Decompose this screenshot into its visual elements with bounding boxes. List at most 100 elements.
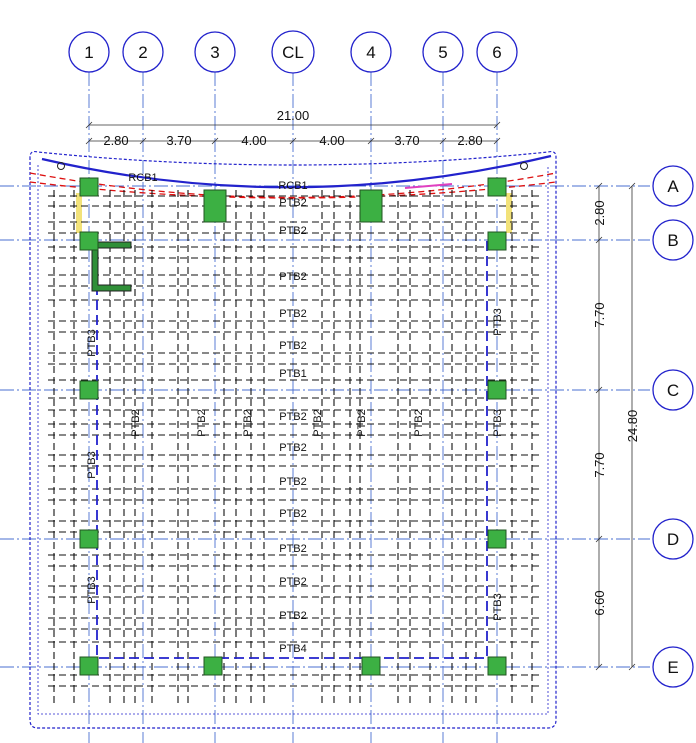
beam-label-v: PTB2 bbox=[312, 409, 324, 437]
dim-tick bbox=[439, 137, 447, 145]
dim-tick bbox=[628, 182, 636, 190]
beam-label-edge-left: PTB3 bbox=[86, 576, 98, 604]
grid-bubble-cl: CL bbox=[271, 30, 315, 74]
column bbox=[487, 529, 507, 549]
dim-bay-width: 4.00 bbox=[241, 133, 266, 148]
beam-label-edge-left: PTB3 bbox=[86, 329, 98, 357]
dim-tick bbox=[289, 137, 297, 145]
dim-tick bbox=[493, 137, 501, 145]
beam-label-h: PTB2 bbox=[279, 271, 307, 283]
grid-bubble-e: E bbox=[652, 646, 694, 688]
grid-bubble-6: 6 bbox=[476, 31, 518, 73]
beam-label-v: PTB2 bbox=[356, 409, 368, 437]
dim-bay-width: 3.70 bbox=[166, 133, 191, 148]
dim-tick bbox=[211, 137, 219, 145]
beam-label-h: PTB2 bbox=[279, 411, 307, 423]
bubble-label: A bbox=[667, 177, 679, 196]
column bbox=[487, 656, 507, 676]
pink-mark bbox=[404, 183, 453, 189]
column bbox=[487, 231, 507, 251]
bubble-circle bbox=[122, 31, 164, 73]
column bbox=[79, 177, 99, 197]
dim-bay-width: 2.80 bbox=[457, 133, 482, 148]
bubble-label: 3 bbox=[210, 43, 219, 62]
beam-label-rcb: RCB1 bbox=[128, 172, 157, 184]
beam-label-h: PTB4 bbox=[279, 643, 307, 655]
beam-label-h: PTB2 bbox=[279, 476, 307, 488]
bubble-label: CL bbox=[282, 43, 304, 62]
bubble-circle bbox=[271, 30, 315, 74]
beam-label-h: PTB2 bbox=[279, 225, 307, 237]
prestress-line-2 bbox=[29, 181, 557, 199]
column bbox=[203, 656, 223, 676]
dim-tick bbox=[595, 182, 603, 190]
dim-bay-depth: 7.70 bbox=[592, 452, 607, 477]
beam-label-edge-right: PTB3 bbox=[492, 308, 504, 336]
anchor-right bbox=[520, 162, 528, 170]
column bbox=[79, 529, 99, 549]
grid-bubble-b: B bbox=[652, 219, 694, 261]
beam-label-v: PTB2 bbox=[196, 409, 208, 437]
bubble-circle bbox=[476, 31, 518, 73]
slab-edge-wavy bbox=[29, 150, 557, 729]
bubble-circle bbox=[652, 219, 694, 261]
column bbox=[79, 231, 99, 251]
bubble-label: 6 bbox=[492, 43, 501, 62]
dim-bay-depth: 6.60 bbox=[592, 590, 607, 615]
beam-label-h: PTB2 bbox=[279, 442, 307, 454]
column bbox=[79, 656, 99, 676]
bubble-circle bbox=[194, 31, 236, 73]
dim-tick bbox=[595, 386, 603, 394]
column bbox=[203, 189, 227, 223]
bubble-circle bbox=[350, 31, 392, 73]
beam-label-edge-right: PTB3 bbox=[492, 593, 504, 621]
slab-edge-inner bbox=[37, 165, 549, 715]
cantilever-right bbox=[506, 193, 512, 233]
grid-bubble-d: D bbox=[652, 518, 694, 560]
beam-label-h: PTB2 bbox=[279, 197, 307, 209]
dim-tick bbox=[85, 121, 93, 129]
grid-bubble-2: 2 bbox=[122, 31, 164, 73]
grid-bubble-1: 1 bbox=[68, 31, 110, 73]
beam-label-h: PTB2 bbox=[279, 543, 307, 555]
beam-label-v: PTB2 bbox=[130, 409, 142, 437]
bubble-label: C bbox=[667, 381, 679, 400]
column bbox=[487, 177, 507, 197]
dim-tick bbox=[595, 535, 603, 543]
dim-overall-width: 21.00 bbox=[277, 108, 310, 123]
beam-grid-horizontal bbox=[48, 195, 540, 687]
bubble-label: B bbox=[667, 231, 678, 250]
beam-label-h: PTB2 bbox=[279, 576, 307, 588]
dim-tick bbox=[367, 137, 375, 145]
beam-label-h: PTB2 bbox=[279, 340, 307, 352]
beam-label-edge-right: PTB3 bbox=[492, 409, 504, 437]
dim-tick bbox=[595, 663, 603, 671]
bubble-circle bbox=[652, 518, 694, 560]
beam-label-edge-left: PTB3 bbox=[86, 451, 98, 479]
dim-bay-width: 2.80 bbox=[103, 133, 128, 148]
row-bubbles: A B C D E bbox=[652, 165, 694, 688]
column bbox=[361, 656, 381, 676]
dim-bay-width: 4.00 bbox=[319, 133, 344, 148]
beam-label-rcb: RCB1 bbox=[278, 180, 307, 192]
dim-tick bbox=[493, 121, 501, 129]
column bbox=[79, 380, 99, 400]
bubble-circle bbox=[652, 165, 694, 207]
dim-bay-width: 3.70 bbox=[394, 133, 419, 148]
bubble-label: 1 bbox=[84, 43, 93, 62]
bubble-label: 2 bbox=[138, 43, 147, 62]
grid-bubble-4: 4 bbox=[350, 31, 392, 73]
horizontal-dimensions bbox=[85, 121, 501, 145]
beam-label-h: PTB2 bbox=[279, 308, 307, 320]
beam-label-h: PTB1 bbox=[279, 368, 307, 380]
dim-bay-depth: 2.80 bbox=[592, 200, 607, 225]
dim-bay-depth: 7.70 bbox=[592, 302, 607, 327]
beam-label-h: PTB2 bbox=[279, 508, 307, 520]
cantilever-left bbox=[76, 193, 82, 233]
bubble-label: 4 bbox=[366, 43, 375, 62]
curved-slab-edge bbox=[41, 154, 552, 189]
beam-labels: RCB1 RCB1 PTB2 PTB2 PTB2 PTB2 PTB2 PTB1 … bbox=[86, 172, 504, 655]
grid-bubble-3: 3 bbox=[194, 31, 236, 73]
column bbox=[359, 189, 383, 223]
